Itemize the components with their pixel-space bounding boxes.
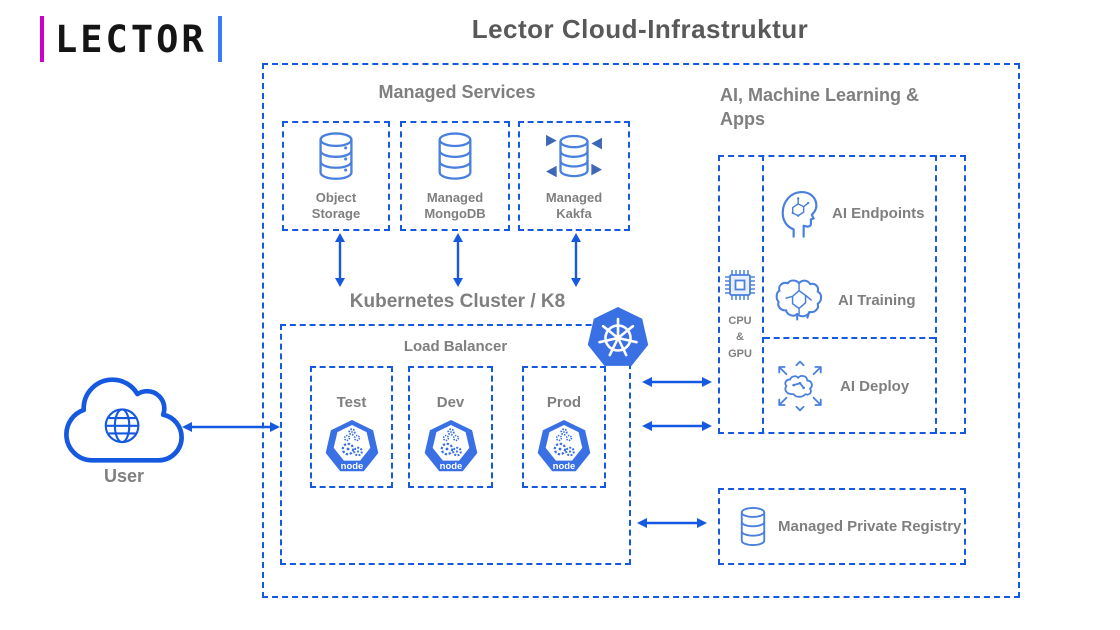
svg-text:node: node — [439, 461, 462, 472]
managed-private-registry-box: Managed Private Registry — [718, 488, 966, 565]
arrow-user-cluster — [182, 422, 280, 432]
ai-endpoints-label: AI Endpoints — [832, 204, 925, 222]
node-box-dev: Dev node — [408, 366, 493, 488]
arrow-cluster-ai-bottom — [642, 421, 712, 431]
ai-deploy-item: AI Deploy — [764, 354, 934, 418]
mongodb-db-icon — [438, 132, 472, 180]
arrow-cluster-registry — [637, 518, 707, 528]
ai-endpoints-item: AI Endpoints — [772, 182, 932, 244]
managed-mongodb-label: Managed MongoDB — [424, 189, 486, 221]
ai-outer-box — [718, 155, 966, 434]
managed-kafka-box: Managed Kakfa — [518, 121, 630, 231]
object-storage-box: Object Storage — [282, 121, 390, 231]
svg-text:node: node — [553, 461, 576, 472]
kubernetes-wheel-icon — [587, 307, 649, 366]
arrow-object-storage-cluster — [335, 233, 345, 287]
object-storage-db-icon — [319, 132, 353, 180]
node-prod-label: Prod — [546, 394, 582, 411]
node-dev-label: Dev — [436, 394, 465, 411]
ai-training-label: AI Training — [838, 291, 916, 309]
globe-icon — [104, 408, 140, 444]
user-label: User — [103, 466, 145, 486]
lector-logo: LECTOR — [40, 16, 222, 62]
ai-inner-box-right-edge — [935, 155, 937, 434]
kafka-sync-db-icon — [546, 134, 602, 178]
infrastructure-boundary-box — [262, 63, 1020, 598]
ai-deploy-label: AI Deploy — [840, 377, 910, 395]
logo-bar-magenta — [40, 16, 44, 62]
user-cloud-icon — [64, 377, 184, 463]
registry-db-icon — [740, 506, 766, 546]
managed-mongodb-box: Managed MongoDB — [400, 121, 510, 231]
ai-endpoints-head-icon — [781, 191, 818, 238]
managed-services-heading: Managed Services — [378, 82, 536, 102]
ai-deploy-icon — [778, 360, 822, 412]
managed-kafka-label: Managed Kakfa — [545, 189, 603, 221]
object-storage-label: Object Storage — [311, 189, 361, 221]
node-icon: node — [424, 420, 477, 472]
node-box-test: Test node — [310, 366, 393, 488]
logo-bar-blue — [217, 16, 222, 62]
load-balancer-label: Load Balancer — [403, 338, 508, 355]
load-balancer-box: Load Balancer — [280, 324, 631, 565]
page-title: Lector Cloud-Infrastruktur — [471, 14, 809, 44]
arrow-cluster-ai-top — [642, 377, 712, 387]
node-test-label: Test — [336, 394, 367, 411]
node-box-prod: Prod node — [522, 366, 606, 488]
arrow-mongodb-cluster — [453, 233, 463, 287]
kubernetes-heading: Kubernetes Cluster / K8 — [349, 291, 566, 312]
ai-section-heading: AI, Machine Learning & Apps — [720, 85, 920, 130]
cpu-chip-icon — [725, 269, 755, 300]
node-icon: node — [537, 420, 591, 472]
logo-text: LECTOR — [55, 17, 207, 61]
cpu-gpu-column: CPU & GPU — [718, 155, 764, 434]
ai-inner-divider — [764, 337, 935, 339]
svg-text:node: node — [340, 461, 363, 472]
ai-training-item: AI Training — [766, 270, 934, 330]
cpu-gpu-label: CPU & GPU — [728, 314, 752, 360]
node-icon: node — [325, 420, 378, 472]
ai-training-brain-icon — [775, 279, 823, 321]
arrow-kafka-cluster — [571, 233, 581, 287]
managed-private-registry-label: Managed Private Registry — [778, 518, 962, 535]
